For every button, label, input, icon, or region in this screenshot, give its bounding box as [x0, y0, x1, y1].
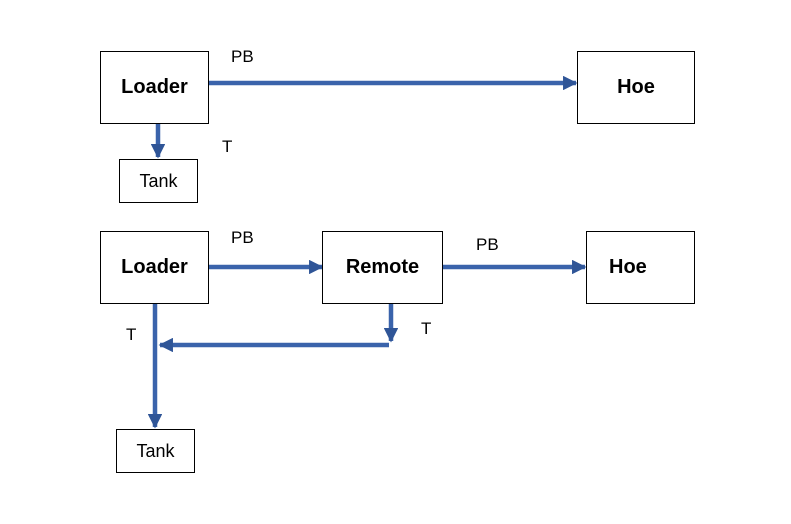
hoe-label-1: Hoe	[617, 76, 655, 98]
remote-box: Remote	[322, 231, 443, 304]
tank-box-1: Tank	[119, 159, 198, 203]
t-label-2: T	[126, 325, 137, 344]
hoe-box-2: Hoe	[586, 231, 695, 304]
hoe-label-2: Hoe	[609, 256, 647, 278]
tank-label-1: Tank	[139, 170, 178, 191]
pb-label-1: PB	[231, 47, 254, 66]
pb-label-2: PB	[231, 228, 254, 247]
remote-label: Remote	[345, 256, 420, 278]
loader-label-1: Loader	[121, 76, 188, 98]
pb-label-3: PB	[476, 235, 499, 254]
tank-label-2: Tank	[136, 440, 175, 461]
tank-box-2: Tank	[116, 429, 195, 473]
t-label-1: T	[222, 137, 233, 156]
loader-label-2: Loader	[121, 256, 188, 278]
loader-box-1: Loader	[100, 51, 209, 124]
t-label-3: T	[421, 319, 432, 338]
loader-box-2: Loader	[100, 231, 209, 304]
hoe-box-1: Hoe	[577, 51, 695, 124]
